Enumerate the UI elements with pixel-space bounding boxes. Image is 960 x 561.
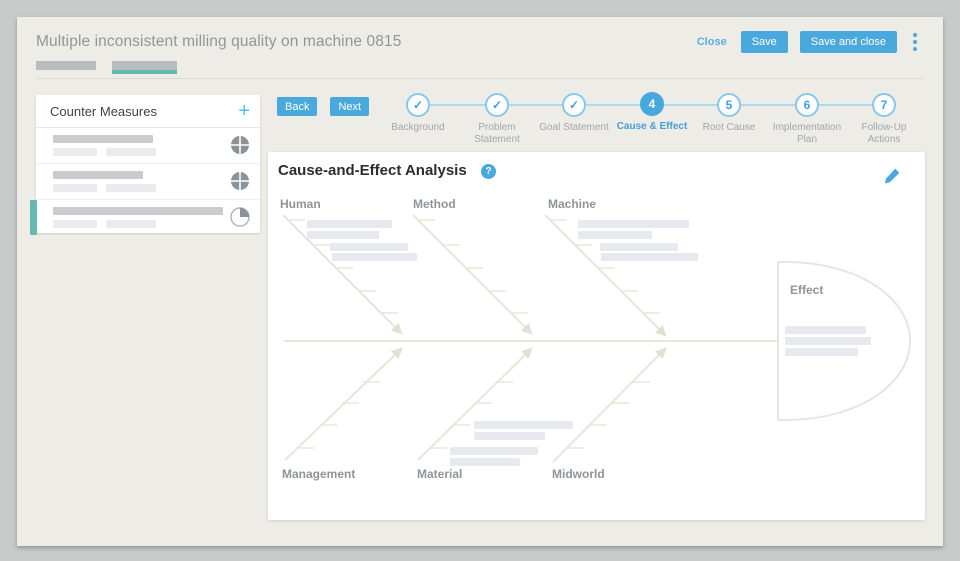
progress-quarter-icon bbox=[230, 207, 250, 227]
step-root-cause[interactable]: 5 Root Cause bbox=[691, 93, 767, 134]
skeleton-bar bbox=[785, 326, 866, 334]
category-machine: Machine bbox=[548, 197, 597, 211]
progress-full-icon bbox=[230, 171, 250, 191]
fishbone-diagram bbox=[282, 214, 912, 463]
tab-bar bbox=[36, 61, 177, 74]
close-link[interactable]: Close bbox=[696, 36, 727, 48]
counter-measures-title: Counter Measures bbox=[50, 104, 157, 119]
skeleton-bar bbox=[474, 432, 545, 440]
skeleton-bar bbox=[332, 253, 417, 261]
step-follow-up-actions[interactable]: 7 Follow-Up Actions bbox=[846, 93, 922, 146]
step-label: Implementation Plan bbox=[772, 122, 842, 145]
step-label: Goal Statement bbox=[539, 122, 609, 133]
step-done-check-icon: ✓ bbox=[485, 93, 509, 117]
step-cause-and-effect-active[interactable]: 4 Cause & Effect bbox=[614, 92, 690, 133]
analysis-title: Cause-and-Effect Analysis bbox=[278, 162, 467, 179]
skeleton-bar bbox=[53, 207, 223, 215]
step-number: 6 bbox=[795, 93, 819, 117]
header-actions: Close Save Save and close bbox=[697, 31, 921, 53]
skeleton-bar bbox=[53, 220, 97, 228]
category-human: Human bbox=[280, 197, 321, 211]
skeleton-bar bbox=[106, 184, 156, 192]
skeleton-bar bbox=[307, 231, 379, 239]
skeleton-bar bbox=[53, 184, 97, 192]
tab-2-active[interactable] bbox=[112, 61, 177, 74]
counter-measures-header: Counter Measures + bbox=[36, 95, 260, 128]
wizard-nav: Back Next bbox=[277, 97, 370, 116]
skeleton-bar bbox=[330, 243, 408, 251]
next-button[interactable]: Next bbox=[330, 97, 370, 116]
tab-1[interactable] bbox=[36, 61, 96, 70]
skeleton-bar bbox=[106, 220, 156, 228]
skeleton-bar bbox=[450, 447, 538, 455]
step-label: Root Cause bbox=[702, 122, 756, 133]
selected-item-marker bbox=[30, 200, 37, 235]
kebab-menu-icon[interactable] bbox=[909, 32, 921, 52]
skeleton-bar bbox=[578, 231, 652, 239]
step-label: Background bbox=[391, 122, 445, 133]
skeleton-bar bbox=[106, 148, 156, 156]
skeleton-bar bbox=[785, 337, 871, 345]
skeleton-bar bbox=[450, 458, 520, 466]
step-number: 7 bbox=[872, 93, 896, 117]
tabs-divider bbox=[36, 78, 924, 79]
step-implementation-plan[interactable]: 6 Implementation Plan bbox=[769, 93, 845, 146]
step-problem-statement[interactable]: ✓ Problem Statement bbox=[459, 93, 535, 146]
page-title: Multiple inconsistent milling quality on… bbox=[36, 33, 402, 50]
skeleton-bar bbox=[601, 253, 698, 261]
category-management: Management bbox=[282, 467, 356, 481]
counter-measure-item-3-selected[interactable] bbox=[30, 200, 260, 235]
counter-measures-card: Counter Measures + bbox=[30, 95, 260, 235]
counter-measure-item-1[interactable] bbox=[36, 128, 260, 164]
skeleton-bar bbox=[578, 220, 689, 228]
skeleton-bar bbox=[474, 421, 573, 429]
category-material: Material bbox=[417, 467, 463, 481]
progress-full-icon bbox=[230, 135, 250, 155]
cause-effect-analysis-card: Cause-and-Effect Analysis ? bbox=[268, 152, 925, 520]
help-icon[interactable]: ? bbox=[481, 164, 496, 179]
skeleton-bar bbox=[53, 148, 97, 156]
main-panel: Multiple inconsistent milling quality on… bbox=[17, 17, 943, 546]
category-midworld: Midworld bbox=[552, 467, 605, 481]
skeleton-bar bbox=[53, 171, 143, 179]
step-goal-statement[interactable]: ✓ Goal Statement bbox=[536, 93, 612, 134]
step-background[interactable]: ✓ Background bbox=[380, 93, 456, 134]
step-label: Problem Statement bbox=[474, 122, 520, 145]
category-method: Method bbox=[413, 197, 456, 211]
effect-label: Effect bbox=[790, 283, 824, 297]
step-done-check-icon: ✓ bbox=[406, 93, 430, 117]
add-counter-measure-button[interactable]: + bbox=[238, 100, 250, 122]
step-label: Cause & Effect bbox=[616, 121, 688, 132]
skeleton-bar bbox=[785, 348, 858, 356]
save-and-close-button[interactable]: Save and close bbox=[799, 31, 897, 53]
skeleton-bar bbox=[600, 243, 678, 251]
step-label: Follow-Up Actions bbox=[861, 122, 907, 145]
step-number: 5 bbox=[717, 93, 741, 117]
edit-pencil-icon[interactable] bbox=[883, 167, 901, 185]
back-button[interactable]: Back bbox=[277, 97, 318, 116]
skeleton-bar bbox=[307, 220, 392, 228]
skeleton-bar bbox=[53, 135, 153, 143]
step-done-check-icon: ✓ bbox=[562, 93, 586, 117]
step-number: 4 bbox=[640, 92, 664, 116]
counter-measure-item-2[interactable] bbox=[36, 164, 260, 200]
save-button[interactable]: Save bbox=[740, 31, 788, 53]
